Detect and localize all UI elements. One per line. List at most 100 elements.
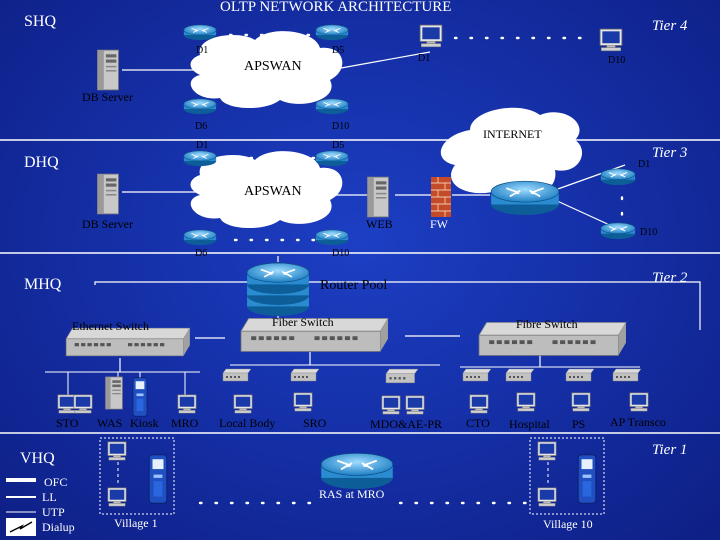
legend-ll-label: LL [42,490,57,504]
hub-hospital-icon [505,368,535,382]
fibre-switch-label: Fibre Switch [516,317,578,331]
ps-label: PS [572,417,586,431]
router-dhq-d5 [315,150,349,167]
fw-label: FW [430,217,448,231]
shq-db-server-icon [96,49,120,91]
hub-mdo-icon [384,368,420,384]
legend-dialup-label: Dialup [42,520,75,534]
legend [6,478,36,536]
village10-kiosk-icon [577,454,597,504]
hub-sro-icon [290,368,320,382]
sro-label: SRO [303,416,327,430]
link-mhq-right [308,281,701,330]
internet-cloud [440,107,583,198]
pc-sto-icon [57,394,77,414]
server-was-icon [105,376,123,410]
link-shq-d1 [329,51,431,71]
legend-ofc-label: OFC [44,475,68,489]
zone-mhq: MHQ [24,276,62,293]
router-shq-d10 [315,98,349,115]
ras-label: RAS at MRO [319,487,385,501]
lan-buses [45,364,640,395]
ap-transco-label: AP Transco [610,415,666,429]
dotted-links [198,33,624,505]
shq-db-server-label: DB Server [82,90,133,104]
pc-sro-icon [293,392,313,412]
cto-label: CTO [466,416,490,430]
dhq-d10-label: D10 [332,248,350,259]
router-dhq-right-d1 [600,168,636,186]
was-label: WAS [97,416,123,430]
pc-tier4-d1-icon [419,24,443,48]
village10-pc-top-icon [537,441,557,461]
links [94,51,701,372]
shq-apswan-label: APSWAN [244,59,302,74]
router-ras [320,452,394,489]
tier4-d1-label: D1 [418,53,431,64]
pc-ps-icon [571,392,591,412]
tier3-d1-label: D1 [638,159,651,170]
zone-dhq: DHQ [24,154,59,171]
hub-cto-icon [462,368,492,382]
firewall-icon [430,176,452,218]
pc-sto2-icon [73,394,93,414]
village1-pc-bottom-icon [107,487,127,507]
dhq-apswan-cloud [190,151,343,229]
pc-mro-icon [177,394,197,414]
tier4-d10-label: D10 [608,55,626,66]
web-server-icon [366,176,390,218]
hub-ps-icon [565,368,595,382]
kiosk-label: Kiosk [130,416,159,430]
pc-hospital-icon [516,392,536,412]
shq-d5-label: D5 [332,45,345,56]
ethernet-switch-label: Ethernet Switch [72,319,149,333]
shq-d10-label: D10 [332,121,350,132]
legend-utp-label: UTP [42,505,65,519]
village10-label: Village 10 [543,517,593,531]
hospital-label: Hospital [509,417,550,431]
zone-vhq: VHQ [20,450,55,467]
shq-apswan-cloud [190,31,343,109]
dhq-apswan-label: APSWAN [244,184,302,199]
shq-d1-label: D1 [196,45,209,56]
dhq-d6-label: D6 [195,248,208,259]
fiber-switch-label: Fiber Switch [272,315,334,329]
router-shq-d1 [183,24,217,41]
mro-label: MRO [171,416,199,430]
village10-pc-bottom-icon [537,487,557,507]
village1-kiosk-icon [148,454,168,504]
tier2-label: Tier 2 [652,270,688,286]
dhq-d5-label: D5 [332,140,345,151]
village10-frame [529,437,605,515]
router-pool-1 [246,262,310,294]
router-pool-label: Router Pool [320,278,388,293]
router-dhq-d1 [183,150,217,167]
hub-local-body-icon [222,368,252,382]
tier3-label: Tier 3 [652,145,688,161]
tier-separators [0,139,720,434]
router-dhq-d6 [183,229,217,246]
web-label: WEB [366,217,393,231]
dhq-db-server-icon [96,173,120,215]
page-title: OLTP NETWORK ARCHITECTURE [220,0,452,15]
village1-frame [99,437,175,515]
pc-mdo2-icon [405,395,425,415]
village1-label: Village 1 [114,516,158,530]
village1-pc-top-icon [107,441,127,461]
tier3-d10-label: D10 [640,227,658,238]
local-body-label: Local Body [219,416,276,430]
router-dhq-right-d10 [600,222,636,240]
hub-ap-transco-icon [612,368,642,382]
pc-tier4-d10-icon [599,28,623,52]
pc-cto-icon [469,394,489,414]
dhq-d1-label: D1 [196,140,209,151]
internet-label: INTERNET [483,127,542,141]
router-shq-d5 [315,24,349,41]
router-shq-d6 [183,98,217,115]
shq-d6-label: D6 [195,121,208,132]
legend-ofc-icon [6,478,36,482]
mdo-label: MDO&AE-PR [370,417,443,431]
pc-local-body-icon [233,394,253,414]
